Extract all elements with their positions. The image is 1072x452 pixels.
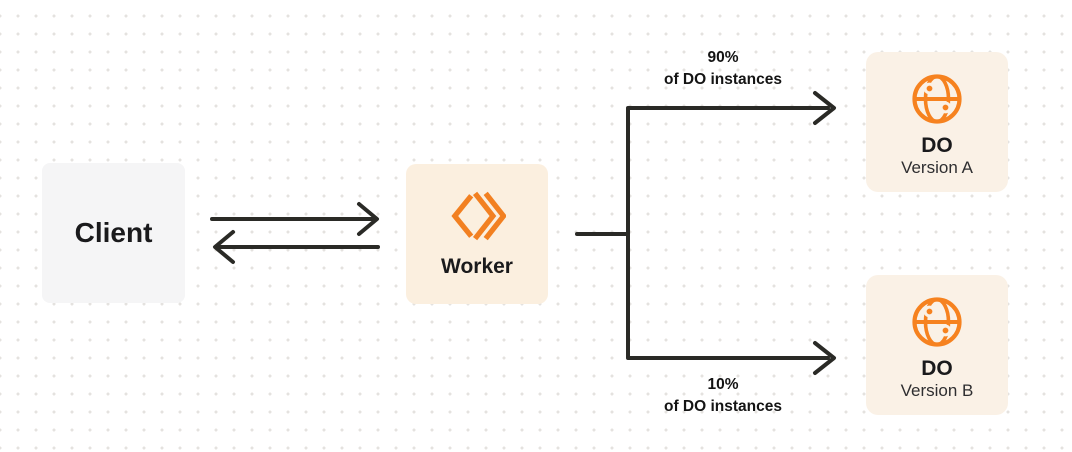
top-branch-percent: 90% (707, 49, 739, 66)
durable-object-globe-icon (909, 71, 965, 127)
bottom-branch-label: 10% of DO instances (611, 374, 835, 418)
worker-label: Worker (441, 255, 513, 278)
do-a-subtitle: Version A (901, 158, 973, 177)
top-branch-caption: of DO instances (664, 71, 782, 88)
do-b-subtitle: Version B (900, 381, 974, 400)
arrowhead-to-do-a (813, 91, 836, 125)
durable-object-globe-icon (909, 294, 965, 350)
worker-node: Worker (406, 164, 548, 304)
bottom-branch-percent: 10% (707, 376, 739, 393)
arrow-client-to-worker (210, 202, 379, 236)
arrowhead-to-do-b (813, 341, 836, 375)
do-b-title: DO (921, 357, 953, 380)
client-label: Client (74, 217, 153, 248)
do-version-b-node: DO Version B (866, 275, 1008, 415)
do-version-a-node: DO Version A (866, 52, 1008, 192)
top-branch-label: 90% of DO instances (611, 47, 835, 91)
cloudflare-workers-icon (448, 189, 506, 243)
branch-split (626, 91, 836, 375)
bottom-branch-caption: of DO instances (664, 398, 782, 415)
client-node: Client (42, 163, 185, 303)
arrow-worker-to-client (213, 230, 380, 264)
do-a-title: DO (921, 134, 953, 157)
